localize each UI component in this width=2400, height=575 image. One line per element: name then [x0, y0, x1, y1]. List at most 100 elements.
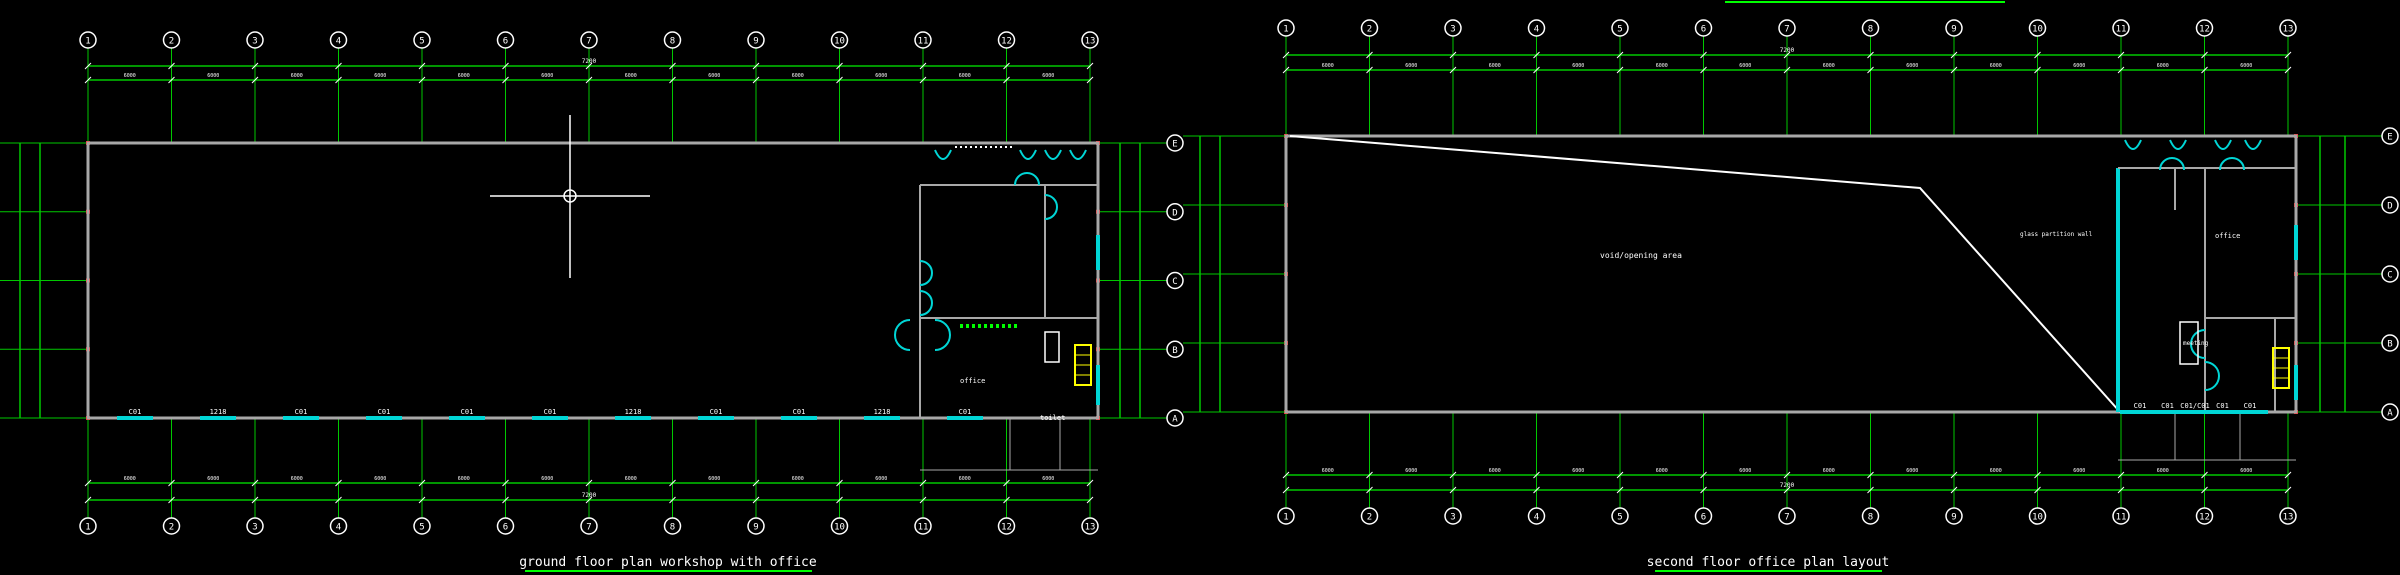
grid-bubble-label: 2 — [169, 37, 174, 47]
grid-bubble-top: 12 — [997, 31, 1016, 49]
grid-bubble-circle — [246, 517, 264, 535]
dimension-tick — [2284, 471, 2292, 479]
grid-bubble-top: 9 — [1945, 19, 1963, 37]
overall-dimension-text: 7200 — [582, 58, 597, 65]
grid-bubble-label: 1 — [1283, 25, 1288, 35]
grid-bubble-circle — [2279, 19, 2297, 37]
grid-bubble-label: 13 — [1085, 523, 1096, 533]
outer-wall — [86, 141, 1100, 420]
dimension-tick — [1366, 486, 1373, 494]
grid-bubble-side: A — [1166, 409, 1184, 427]
grid-bubble-circle — [1444, 507, 1462, 525]
bay-dimension-text: 6000 — [1572, 63, 1584, 69]
grid-bubble-label: 3 — [1450, 513, 1455, 523]
bay-dimension-text: 6000 — [124, 73, 136, 79]
dimension-tick — [2034, 471, 2041, 479]
bay-dimension-text: 6000 — [1572, 468, 1584, 474]
toilet-fixtures — [934, 146, 1087, 160]
dimension-tick — [1449, 51, 1457, 59]
grid-bubble-label: 4 — [336, 523, 341, 533]
grid-bubble-circle — [2381, 196, 2399, 214]
grid-bubble-bottom: 2 — [162, 517, 181, 535]
door-swings — [2124, 139, 2262, 391]
dimension-lines: 7200720060006000600060006000600060006000… — [1183, 36, 2382, 508]
dimension-tick — [418, 76, 426, 84]
grid-bubble-top: 5 — [1611, 19, 1629, 37]
grid-bubble-circle — [1694, 19, 1713, 37]
bay-dimension-text: 6000 — [875, 476, 887, 482]
bay-dimension-text: 6000 — [1906, 63, 1918, 69]
grid-bubble-bottom: 8 — [1861, 507, 1880, 525]
grid-bubble-circle — [1166, 271, 1184, 290]
grid-bubble-label: D — [2387, 202, 2392, 212]
grid-bubble-bottom: 1 — [79, 517, 97, 535]
grid-bubble-bottom: 12 — [2195, 507, 2214, 525]
grid-bubble-label: 11 — [918, 37, 929, 47]
grid-bubble-label: 9 — [753, 523, 758, 533]
bay-dimension-text: 6000 — [959, 476, 971, 482]
dimension-tick — [585, 496, 593, 504]
grid-bubble-top: 5 — [413, 31, 431, 49]
dimension-tick — [84, 76, 92, 84]
grid-bubble-circle — [1945, 19, 1963, 37]
dimension-tick — [1700, 66, 1707, 74]
overall-dimension-text: 7200 — [1780, 47, 1795, 54]
bay-dimension-text: 6000 — [2073, 63, 2085, 69]
dimension-tick — [84, 496, 92, 504]
grid-bubble-label: 2 — [169, 523, 174, 533]
dimension-tick — [2201, 66, 2208, 74]
window-tag: C01 — [2244, 402, 2257, 410]
grid-bubble-side: B — [2381, 334, 2399, 352]
grid-bubble-circle — [1166, 134, 1184, 152]
dimension-tick — [1533, 471, 1540, 479]
grid-bubble-label: 9 — [753, 37, 758, 47]
grid-bubble-label: A — [2387, 409, 2393, 419]
bay-dimension-text: 6000 — [541, 476, 553, 482]
grid-bubble-label: 3 — [252, 37, 257, 47]
grid-bubble-top: 4 — [1527, 19, 1546, 37]
grid-bubble-side: A — [2381, 403, 2399, 421]
grid-bubble-circle — [2381, 265, 2399, 283]
bay-dimension-text: 6000 — [792, 73, 804, 79]
grid-bubble-circle — [997, 517, 1016, 535]
grid-bubble-top: 8 — [663, 31, 682, 49]
grid-bubble-circle — [997, 31, 1016, 49]
window-tag: 1218 — [625, 408, 642, 416]
dimension-tick — [1867, 471, 1874, 479]
grid-bubble-top: 11 — [914, 31, 932, 49]
bay-dimension-text: 6000 — [291, 476, 303, 482]
grid-bubble-label: 6 — [503, 523, 508, 533]
grid-bubble-circle — [1360, 19, 1379, 37]
window-tag: C01 — [2161, 402, 2174, 410]
dimension-tick — [1616, 51, 1624, 59]
grid-bubble-label: 9 — [1951, 25, 1956, 35]
grid-bubble-label: 6 — [503, 37, 508, 47]
dimension-tick — [502, 479, 509, 487]
grid-bubble-circle — [1611, 507, 1629, 525]
grid-bubble-label: E — [2387, 133, 2392, 143]
grid-bubble-label: 10 — [2032, 513, 2043, 523]
plan-title: ground floor plan workshop with office — [519, 555, 817, 570]
grid-bubble-circle — [663, 31, 682, 49]
partition-label: glass partition wall — [2020, 231, 2093, 238]
grid-bubble-top: 3 — [246, 31, 264, 49]
grid-bubble-circle — [329, 31, 348, 49]
dimension-tick — [1533, 486, 1540, 494]
window-tag: C01/C01 — [2180, 402, 2210, 410]
dimension-tick — [2284, 486, 2292, 494]
grid-bubble-circle — [162, 31, 181, 49]
dimension-tick — [1282, 486, 1290, 494]
dimension-tick — [1282, 66, 1290, 74]
grid-bubble-label: 7 — [586, 37, 591, 47]
dimension-tick — [919, 479, 927, 487]
grid-bubble-bottom: 11 — [914, 517, 932, 535]
bay-dimension-text: 6000 — [1990, 63, 2002, 69]
bay-dimension-text: 6000 — [1489, 63, 1501, 69]
door-swings — [894, 172, 1058, 351]
dimension-tick — [836, 496, 843, 504]
dimension-tick — [752, 62, 760, 70]
grid-bubble-top: 7 — [580, 31, 598, 49]
grid-bubble-bottom: 8 — [663, 517, 682, 535]
dimension-tick — [1700, 51, 1707, 59]
